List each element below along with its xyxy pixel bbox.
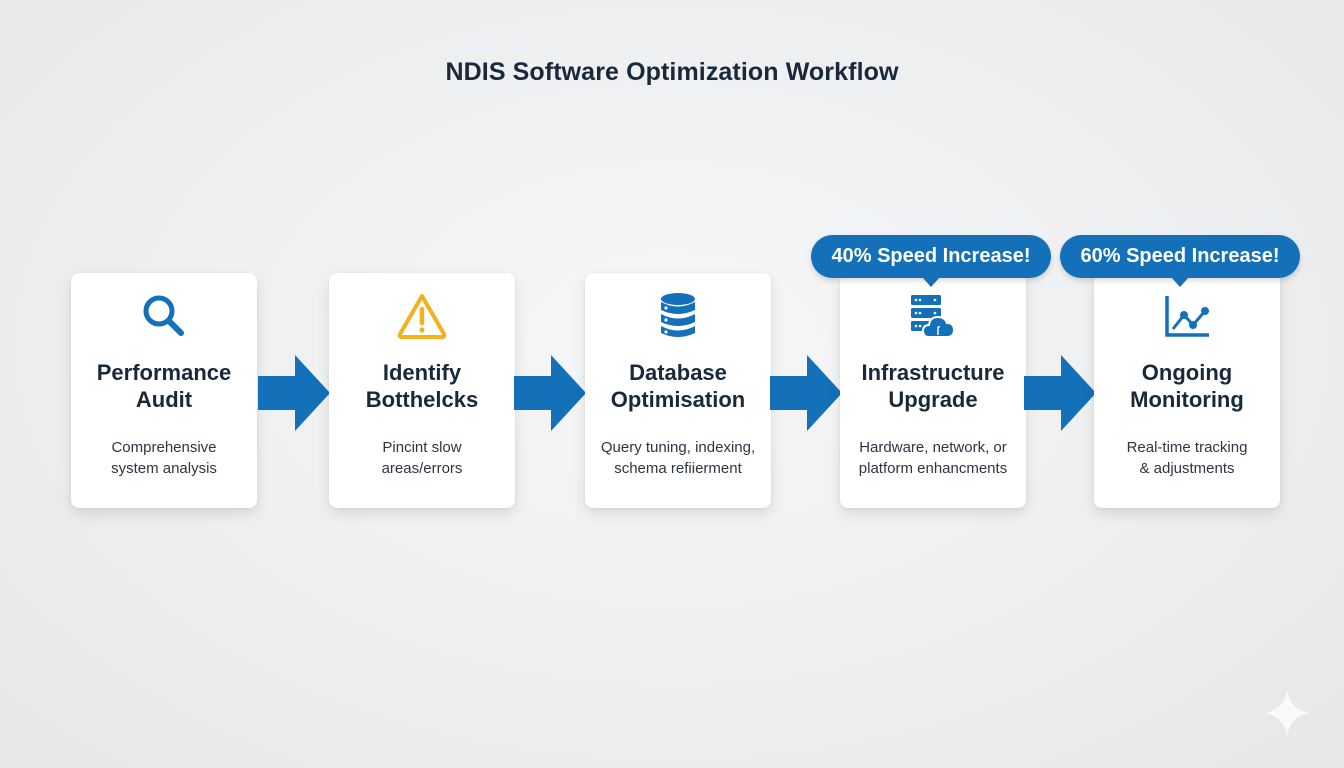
arrow-right-icon	[1024, 355, 1096, 431]
step-card-performance-audit: Performance Audit Comprehensive system a…	[71, 273, 257, 508]
step-description: Pincint slow areas/errors	[381, 439, 463, 477]
database-icon	[585, 291, 771, 341]
sparkle-icon	[1264, 690, 1310, 736]
arrow-right-icon	[258, 355, 330, 431]
line-chart-icon	[1094, 291, 1280, 341]
step-heading: Database Optimisation	[610, 360, 746, 412]
speed-increase-badge: 60% Speed Increase!	[1060, 235, 1300, 287]
step-card-infrastructure-upgrade: Infrastructure Upgrade Hardware, network…	[840, 273, 1026, 508]
step-description: Real-time tracking & adjustments	[1126, 439, 1248, 477]
step-description: Hardware, network, or platform enhancmen…	[858, 439, 1008, 477]
step-heading: Ongoing Monitoring	[1130, 360, 1244, 412]
step-card-database-optimisation: Database Optimisation Query tuning, inde…	[585, 273, 771, 508]
step-description: Comprehensive system analysis	[111, 439, 217, 477]
speed-increase-badge: 40% Speed Increase!	[811, 235, 1051, 287]
step-heading: Performance Audit	[96, 360, 232, 412]
magnifier-icon	[71, 291, 257, 341]
step-card-ongoing-monitoring: Ongoing Monitoring Real-time tracking & …	[1094, 273, 1280, 508]
step-heading: Infrastructure Upgrade	[861, 360, 1005, 412]
arrow-right-icon	[770, 355, 842, 431]
step-description: Query tuning, indexing, schema refiierme…	[600, 439, 756, 477]
warning-triangle-icon	[329, 291, 515, 341]
step-card-identify-bottlenecks: Identify Botthelcks Pincint slow areas/e…	[329, 273, 515, 508]
page-title: NDIS Software Optimization Workflow	[445, 58, 899, 86]
step-heading: Identify Botthelcks	[365, 360, 479, 412]
arrow-right-icon	[514, 355, 586, 431]
server-cloud-icon	[840, 291, 1026, 341]
